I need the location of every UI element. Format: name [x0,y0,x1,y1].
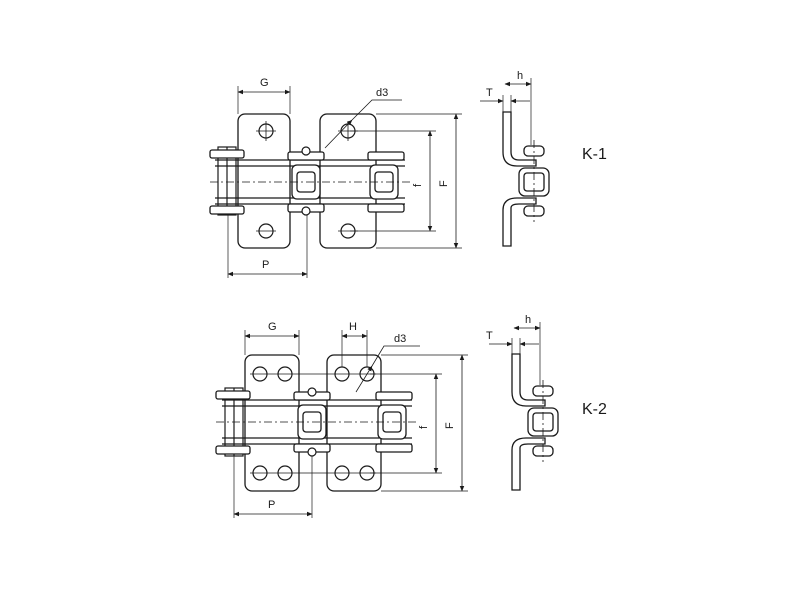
k1-label-P: P [262,259,269,271]
k2-label-T: T [486,330,493,342]
k2-label-h: h [525,314,531,326]
k2-label-P: P [268,499,275,511]
k1-label-h: h [517,70,523,82]
k1-front-view [209,113,410,249]
k1-plate-left [237,113,291,249]
k2-label-F: F [444,422,456,429]
k1-side-view: T h [480,70,550,247]
k2-label-G: G [268,321,277,333]
k1-title: K-1 [582,146,607,163]
k1-label-T: T [486,87,493,99]
k1-label-f: f [412,183,424,187]
k2-side-view: T h [486,314,559,491]
k1-dimensions: G d3 P f F [227,77,462,278]
k1-label-G: G [260,77,269,89]
k1-label-F: F [438,180,450,187]
k1-label-d3: d3 [376,87,388,99]
k2-title: K-2 [582,401,607,418]
k2-front-view [215,354,416,492]
k2-label-H: H [349,321,357,333]
k2-label-f: f [418,425,430,429]
k2-label-d3: d3 [394,333,406,345]
k2-dimensions: G H d3 P f F [233,321,468,518]
